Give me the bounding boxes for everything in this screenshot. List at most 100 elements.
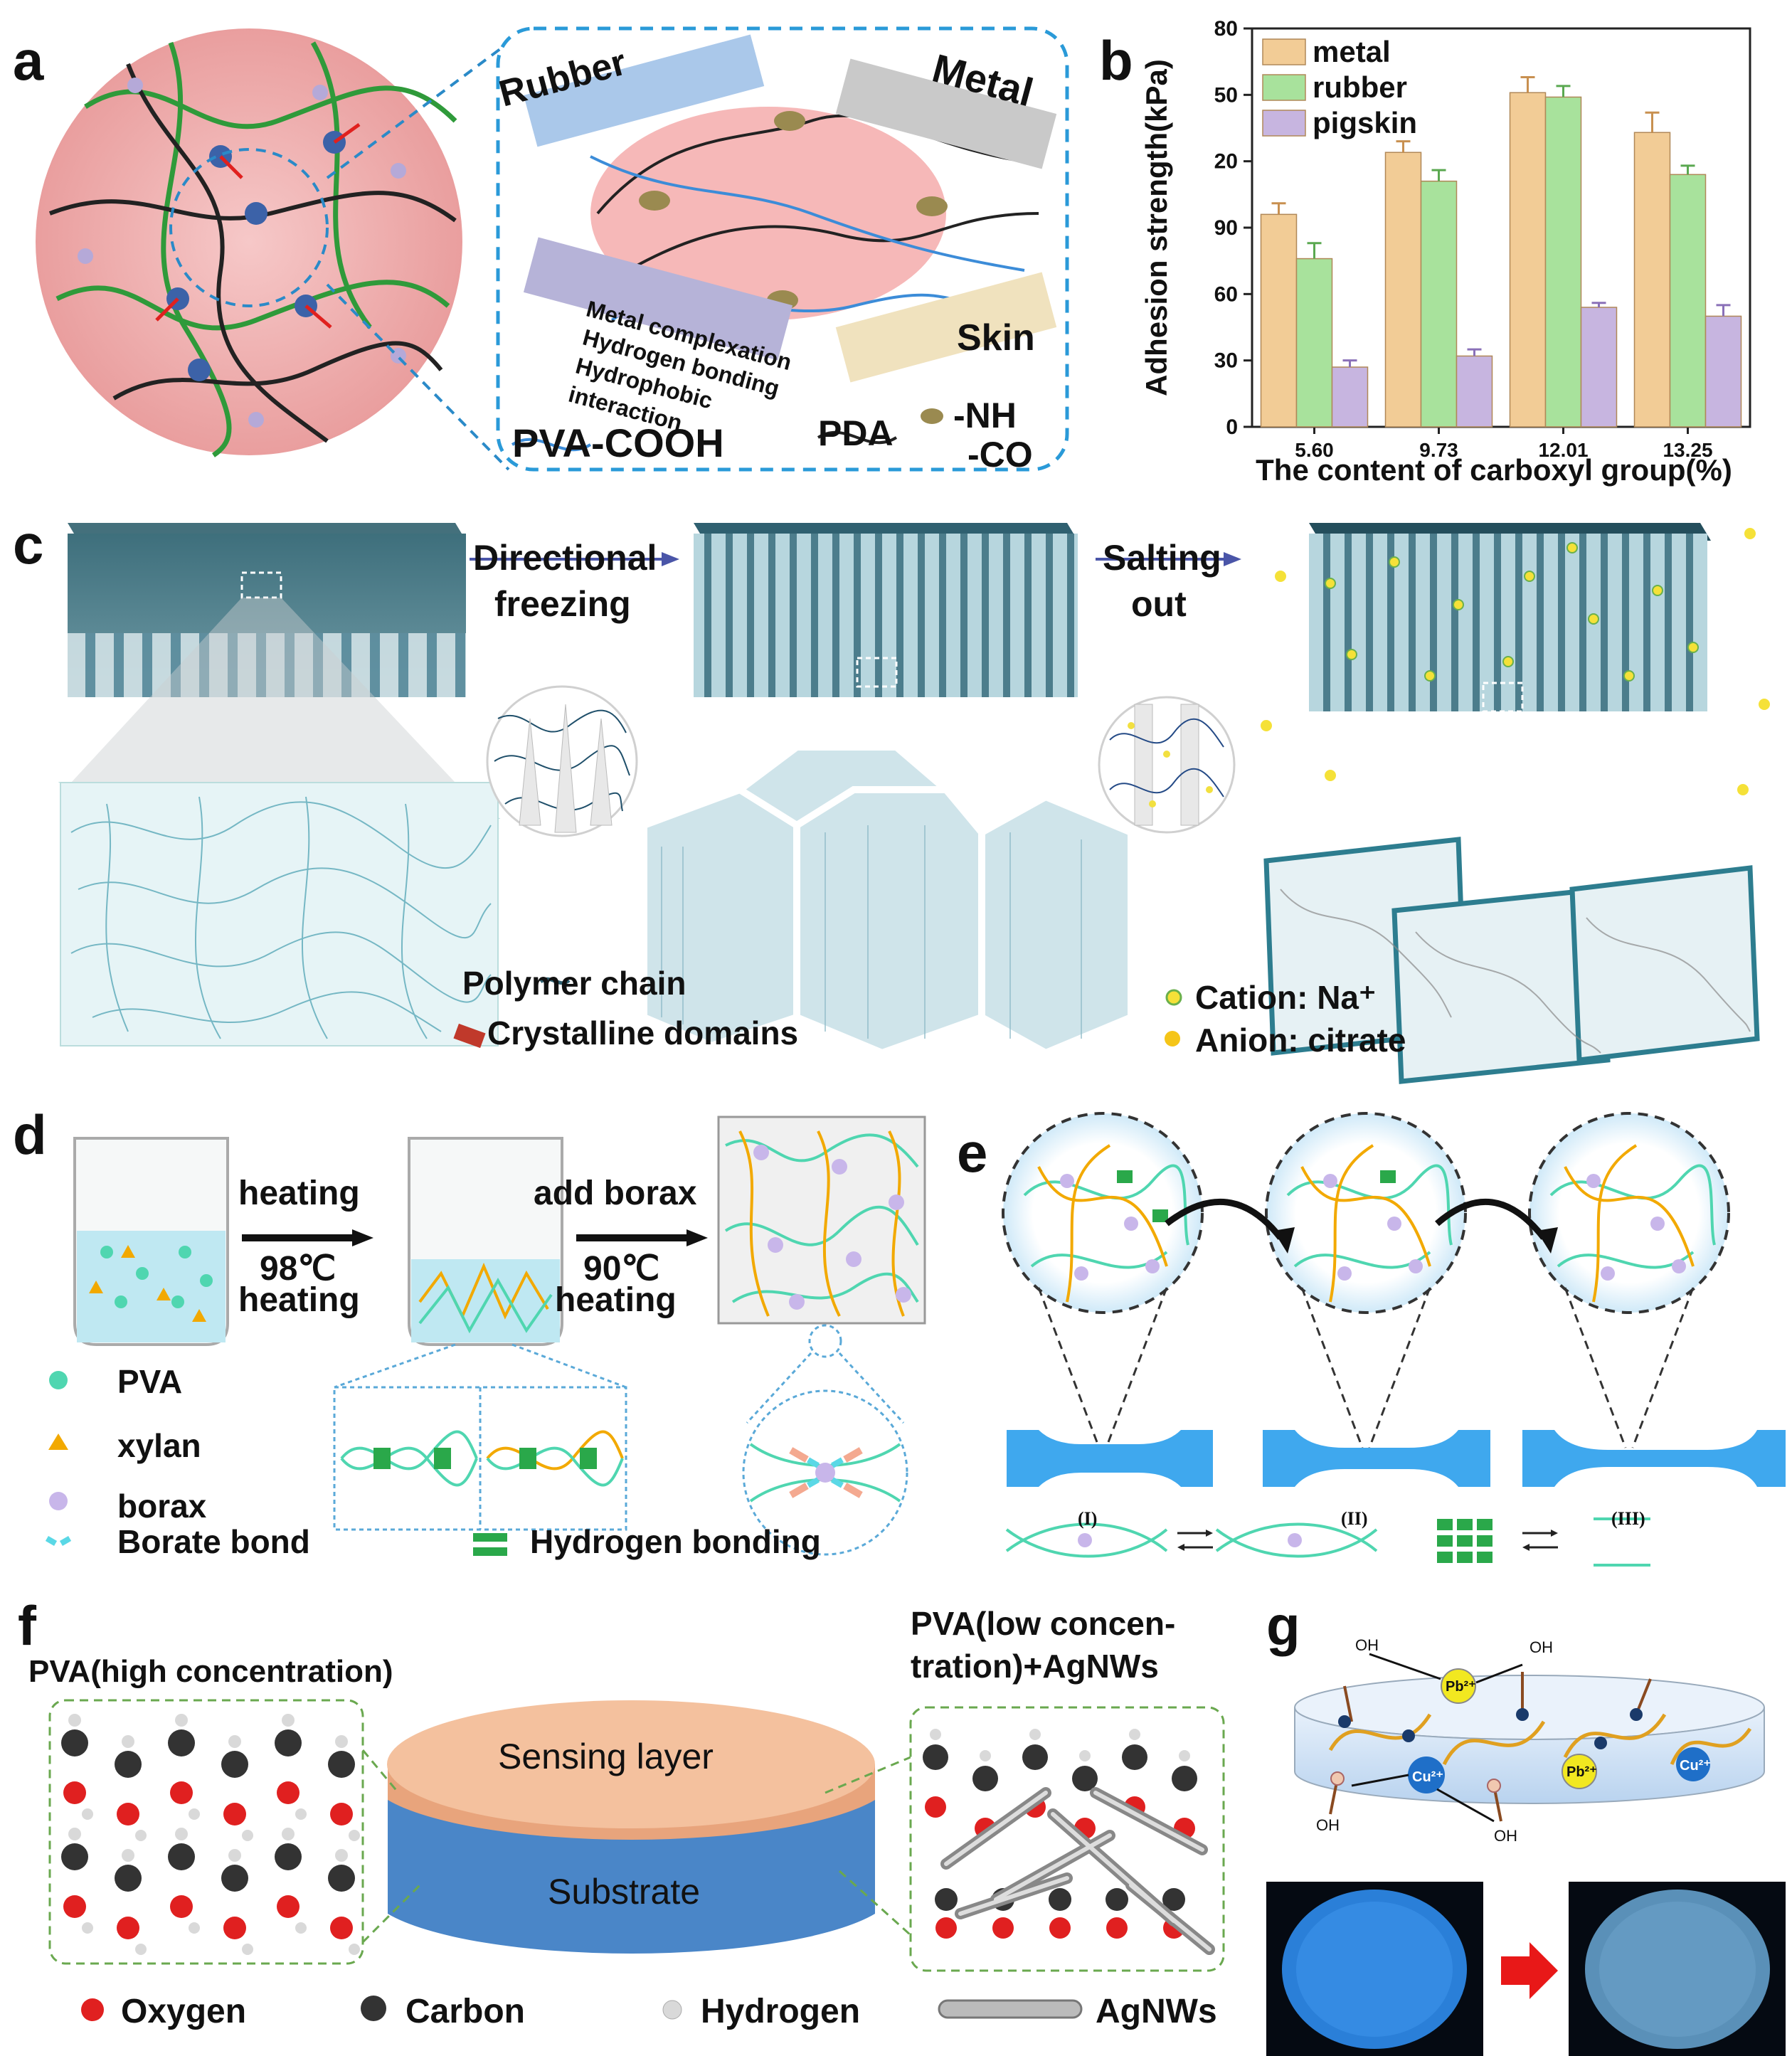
y-tick-label: 30 bbox=[1214, 349, 1238, 373]
stage-1-label: (I) bbox=[1078, 1508, 1098, 1529]
low-concentration-label-2: tration)+AgNWs bbox=[911, 1648, 1159, 1685]
xylan-marker bbox=[48, 1434, 68, 1450]
legend-swatch-pigskin bbox=[1262, 110, 1306, 137]
bar-pigskin bbox=[1331, 366, 1369, 428]
hydrogen-atom bbox=[189, 1922, 200, 1934]
rubber-surface bbox=[524, 34, 765, 147]
carbon-atom bbox=[1122, 1744, 1147, 1770]
cu-ion-2 bbox=[1676, 1747, 1710, 1781]
heating-top-label: heating bbox=[238, 1175, 360, 1212]
x-tick-label: 13.25 bbox=[1663, 439, 1712, 461]
arrow-right-red bbox=[1501, 1942, 1558, 1999]
skin-label: Skin bbox=[957, 317, 1035, 359]
polymer-chain-label: Polymer chain bbox=[462, 965, 686, 1002]
anion-icon bbox=[1165, 1031, 1180, 1046]
salting-zoom-circle bbox=[1098, 696, 1236, 834]
carbon-atom bbox=[115, 1751, 142, 1778]
beaker-2 bbox=[408, 1137, 563, 1346]
nh-label: -NH bbox=[953, 396, 1017, 435]
legend-swatch-rubber bbox=[1262, 74, 1306, 101]
carbon-atom bbox=[61, 1843, 88, 1870]
hydrogen-atom bbox=[1029, 1729, 1041, 1740]
hydrogen-atom bbox=[335, 1735, 348, 1748]
stage-2-label: (II) bbox=[1341, 1508, 1368, 1529]
carbon-legend-label: Carbon bbox=[405, 1993, 525, 2030]
hydrogen-atom bbox=[349, 1830, 360, 1841]
pva-legend-label: PVA bbox=[117, 1363, 183, 1400]
bar-metal bbox=[1260, 213, 1298, 428]
carbon-atom bbox=[935, 1888, 958, 1911]
skin-surface bbox=[835, 272, 1057, 383]
add-borax-label: add borax bbox=[534, 1175, 697, 1212]
oxygen-atom bbox=[1049, 1917, 1071, 1939]
hydrogen-icon bbox=[662, 2000, 682, 2020]
hydrogen-atom bbox=[295, 1808, 307, 1820]
heating-bottom-1-label: heating bbox=[238, 1281, 360, 1319]
co-label: -CO bbox=[967, 435, 1033, 475]
specimen-3 bbox=[1522, 1430, 1786, 1487]
bar-pigskin bbox=[1704, 315, 1742, 428]
x-tick-label: 5.60 bbox=[1295, 439, 1334, 461]
panel-d-letter: d bbox=[13, 1103, 47, 1166]
carbon-atom bbox=[61, 1729, 88, 1756]
high-concentration-label: PVA(high concentration) bbox=[28, 1654, 393, 1689]
salting-label: Salting bbox=[1103, 538, 1221, 578]
carbon-atom bbox=[972, 1766, 998, 1791]
legend-label-pigskin: pigskin bbox=[1313, 106, 1417, 139]
hydrogen-atom bbox=[242, 1944, 253, 1955]
oh-label-1: OH bbox=[1355, 1636, 1379, 1654]
y-tick-label: 60 bbox=[1214, 282, 1238, 306]
borate-bond-icon bbox=[45, 1536, 72, 1546]
panel-a-network-diagram bbox=[36, 26, 1069, 472]
salted-wall-structure bbox=[1263, 837, 1760, 1084]
oxygen-icon bbox=[81, 1998, 104, 2021]
bar-rubber bbox=[1420, 180, 1458, 428]
oxygen-atom bbox=[117, 1917, 139, 1939]
pb-label-bottom: Pb²⁺ bbox=[1566, 1764, 1597, 1780]
y-tick-label: 20 bbox=[1214, 150, 1238, 174]
hydrogen-atom bbox=[295, 1922, 307, 1934]
carbon-icon bbox=[361, 1996, 386, 2021]
low-concentration-label-1: PVA(low concen- bbox=[911, 1605, 1176, 1642]
legend-label-metal: metal bbox=[1313, 35, 1391, 68]
hydrogen-atom bbox=[335, 1849, 348, 1862]
borate-bond-legend-label: Borate bond bbox=[117, 1523, 310, 1560]
hydrogen-bonding-icon bbox=[473, 1533, 507, 1556]
bar-rubber bbox=[1669, 174, 1707, 428]
panel-g-letter: g bbox=[1266, 1594, 1300, 1657]
oxygen-atom bbox=[170, 1781, 193, 1804]
cation-icon bbox=[1165, 989, 1182, 1006]
beaker-1 bbox=[73, 1137, 229, 1346]
bar-metal bbox=[1509, 92, 1547, 428]
oxygen-atom bbox=[63, 1781, 86, 1804]
hydrogen-atom bbox=[189, 1808, 200, 1820]
x-tick-label: 12.01 bbox=[1538, 439, 1588, 461]
out-label: out bbox=[1131, 584, 1187, 624]
carbon-atom bbox=[328, 1865, 355, 1892]
y-tick-label: 50 bbox=[1214, 83, 1238, 107]
random-network-box bbox=[60, 782, 499, 1046]
panel-d-diagram bbox=[45, 1116, 926, 1556]
stage-3-label: (III) bbox=[1611, 1508, 1645, 1529]
hydrogen-atom bbox=[349, 1944, 360, 1955]
carbon-atom bbox=[1162, 1888, 1185, 1911]
panel-f-layer-diagram bbox=[48, 1699, 1225, 2021]
hydrogen-bonding-legend-label: Hydrogen bonding bbox=[530, 1523, 821, 1560]
network-circle bbox=[36, 28, 462, 455]
hydrogen-atom bbox=[228, 1735, 241, 1748]
carbon-atom bbox=[328, 1751, 355, 1778]
xylan-legend-label: xylan bbox=[117, 1427, 201, 1464]
oxygen-atom bbox=[330, 1803, 353, 1826]
hydrogen-atom bbox=[1079, 1750, 1091, 1761]
panel-g-ion-diagram bbox=[1266, 1653, 1786, 2056]
cation-label: Cation: Na⁺ bbox=[1195, 979, 1377, 1016]
sensing-layer-label: Sensing layer bbox=[498, 1737, 714, 1776]
bar-rubber bbox=[1295, 258, 1333, 428]
oxygen-atom bbox=[63, 1895, 86, 1918]
specimen-1 bbox=[1007, 1430, 1213, 1487]
bar-pigskin bbox=[1456, 355, 1493, 428]
pva-cooh-label: PVA-COOH bbox=[512, 420, 724, 465]
crystalline-icon bbox=[453, 1023, 486, 1049]
panel-b-letter: b bbox=[1099, 29, 1133, 92]
